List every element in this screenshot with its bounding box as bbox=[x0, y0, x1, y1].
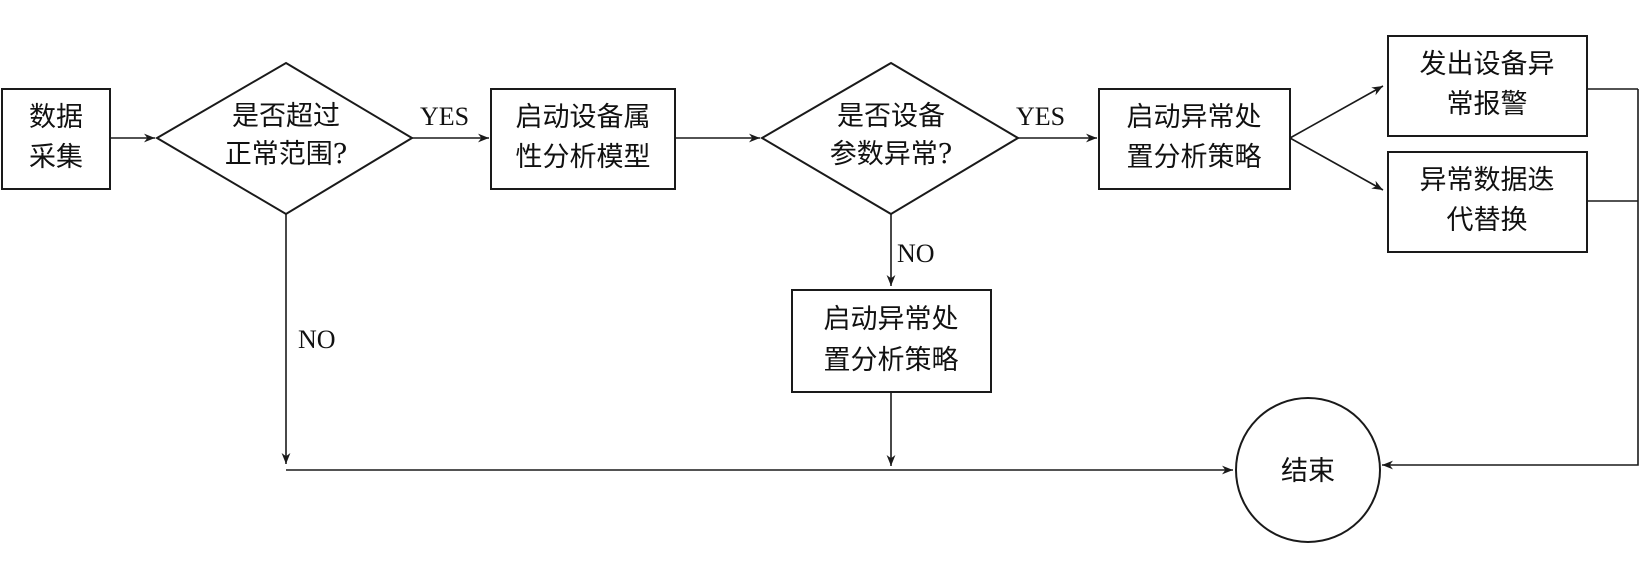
edge-strategy-to-alarm bbox=[1289, 85, 1384, 139]
edges bbox=[110, 85, 1639, 475]
edge-right-to-end bbox=[1382, 89, 1639, 470]
node-replace-line-1: 异常数据迭 bbox=[1420, 165, 1555, 196]
node-end-label: 结束 bbox=[1281, 456, 1335, 487]
decision-range-check-line-1: 是否超过 bbox=[232, 101, 340, 132]
decision-param-check: 是否设备 参数异常? bbox=[760, 61, 1020, 216]
node-data-collect-line-2: 采集 bbox=[29, 142, 83, 173]
decision-range-check-line-2: 正常范围? bbox=[225, 139, 347, 170]
edge-strategy-to-replace bbox=[1289, 137, 1384, 191]
node-end: 结束 bbox=[1235, 397, 1381, 543]
node-alarm-line-1: 发出设备异 bbox=[1420, 49, 1555, 80]
edge-label-param-no: NO bbox=[897, 239, 935, 268]
node-replace-line-2: 代替换 bbox=[1447, 205, 1528, 236]
node-strategy-top-line-1: 启动异常处 bbox=[1127, 102, 1262, 133]
decision-param-check-line-1: 是否设备 bbox=[837, 101, 945, 132]
node-strategy-top: 启动异常处 置分析策略 bbox=[1098, 88, 1291, 190]
node-strategy-bottom: 启动异常处 置分析策略 bbox=[791, 289, 992, 393]
node-strategy-bottom-line-1: 启动异常处 bbox=[824, 304, 959, 335]
node-alarm: 发出设备异 常报警 bbox=[1387, 35, 1588, 137]
node-alarm-line-2: 常报警 bbox=[1447, 89, 1528, 120]
decision-param-check-line-2: 参数异常? bbox=[830, 139, 952, 170]
node-start-model-line-2: 性分析模型 bbox=[516, 142, 651, 173]
node-data-collect-line-1: 数据 bbox=[29, 102, 83, 133]
node-start-model-line-1: 启动设备属 bbox=[516, 102, 651, 133]
node-strategy-top-line-2: 置分析策略 bbox=[1127, 142, 1262, 173]
decision-range-check: 是否超过 正常范围? bbox=[155, 61, 414, 216]
node-replace: 异常数据迭 代替换 bbox=[1387, 151, 1588, 253]
node-strategy-bottom-line-2: 置分析策略 bbox=[824, 345, 959, 376]
edge-label-param-yes: YES bbox=[1016, 102, 1065, 131]
edge-label-range-yes: YES bbox=[420, 102, 469, 131]
node-start-model: 启动设备属 性分析模型 bbox=[490, 88, 676, 190]
edge-label-range-no: NO bbox=[298, 325, 336, 354]
node-data-collect: 数据 采集 bbox=[1, 88, 111, 190]
